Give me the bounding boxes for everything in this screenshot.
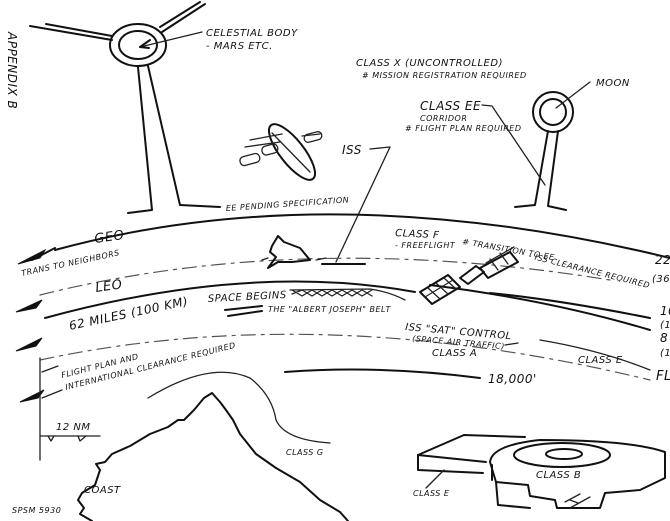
right-alt-4: FL (656, 369, 670, 384)
class-g-dome (147, 371, 331, 444)
moon-icon (514, 91, 574, 211)
arrow-space-icon (15, 337, 43, 352)
space-begins-altitude: 62 MILES (100 KM) (68, 294, 190, 333)
class-b-label: CLASS B (536, 470, 581, 481)
coast-label: COAST (84, 485, 121, 496)
geo-orbit-line (54, 213, 670, 259)
right-alt-3-sub: (1 (660, 348, 670, 359)
right-alt-2: 10 (660, 304, 670, 318)
celestial-arrowhead-icon (139, 39, 151, 49)
moon-label: MOON (596, 78, 630, 89)
space-station-icon (239, 123, 323, 181)
class-ee-title: CLASS EE (420, 99, 481, 113)
alt-18000-label: 18,000' (488, 372, 537, 386)
celestial-pointer (139, 31, 203, 48)
class-x-title: CLASS X (UNCONTROLLED) (356, 58, 503, 69)
right-alt-1: 22 (655, 253, 670, 267)
arrow-leo-icon (15, 299, 43, 313)
sat-control-dash (504, 342, 519, 346)
satellite-icon (419, 246, 519, 305)
scale-label: 12 NM (56, 422, 91, 433)
iss-clearance-note: - ISS CLEARANCE REQUIRED (528, 251, 651, 290)
coast-mountain (77, 392, 349, 521)
leo-orbit-line (44, 280, 416, 319)
right-alt-3: 8 (660, 331, 668, 345)
scale-bar (39, 435, 101, 442)
belt-hatch (289, 288, 406, 301)
class-g-label: CLASS G (286, 448, 324, 457)
leo-upper-line (39, 257, 611, 296)
class-a-label: CLASS A (432, 348, 477, 359)
trans-neighbors-label: TRANS TO NEIGHBORS (21, 248, 121, 278)
flight-plan-lower-line (41, 389, 63, 399)
class-x-note: # MISSION REGISTRATION REQUIRED (362, 71, 527, 80)
class-e-bottom-label: CLASS E (413, 489, 450, 498)
class-f-sub: - FREEFLIGHT (395, 241, 456, 250)
celestial-body-icon (29, 1, 221, 214)
ee-pending-label: EE PENDING SPECIFICATION (226, 195, 350, 213)
fl-line (539, 339, 651, 371)
leo-label: LEO (94, 277, 123, 296)
class-e-line-2 (429, 284, 651, 331)
space-begins-line (39, 333, 651, 381)
left-arrows (15, 247, 56, 403)
iss-pointer (335, 146, 391, 263)
space-begins-label: SPACE BEGINS (208, 290, 288, 305)
class-e-right-label: CLASS E (578, 355, 623, 366)
iss-label: ISS (342, 143, 362, 157)
class-e-line-1 (489, 292, 651, 319)
appendix-title: APPENDIX B (5, 31, 19, 109)
celestial-label-2: - MARS ETC. (206, 41, 273, 52)
arrow-flightplan-icon (19, 389, 45, 403)
space-shuttle-icon (261, 235, 327, 269)
geo-label: GEO (93, 228, 125, 247)
moon-pointer (555, 81, 591, 109)
space-begins-underline (224, 305, 263, 317)
class-b-structure (417, 434, 666, 509)
reference-number: SPSM 5930 (12, 506, 61, 515)
class-f-title: CLASS F (395, 228, 440, 241)
flight-plan-upper-line (41, 365, 59, 373)
class-ee-sub: CORRIDOR (420, 114, 467, 123)
right-alt-1-sub: (36, (652, 274, 670, 285)
arrow-geo-icon (17, 248, 47, 265)
belt-label: THE "ALBERT JOSEPH" BELT (268, 305, 391, 314)
celestial-label-1: CELESTIAL BODY (206, 28, 298, 39)
right-alt-2-sub: (1 (660, 320, 670, 331)
class-a-line (284, 368, 481, 379)
class-ee-note: # FLIGHT PLAN REQUIRED (405, 124, 522, 133)
class-ee-pointer (481, 104, 546, 186)
class-e-bottom-pointer (425, 469, 445, 489)
